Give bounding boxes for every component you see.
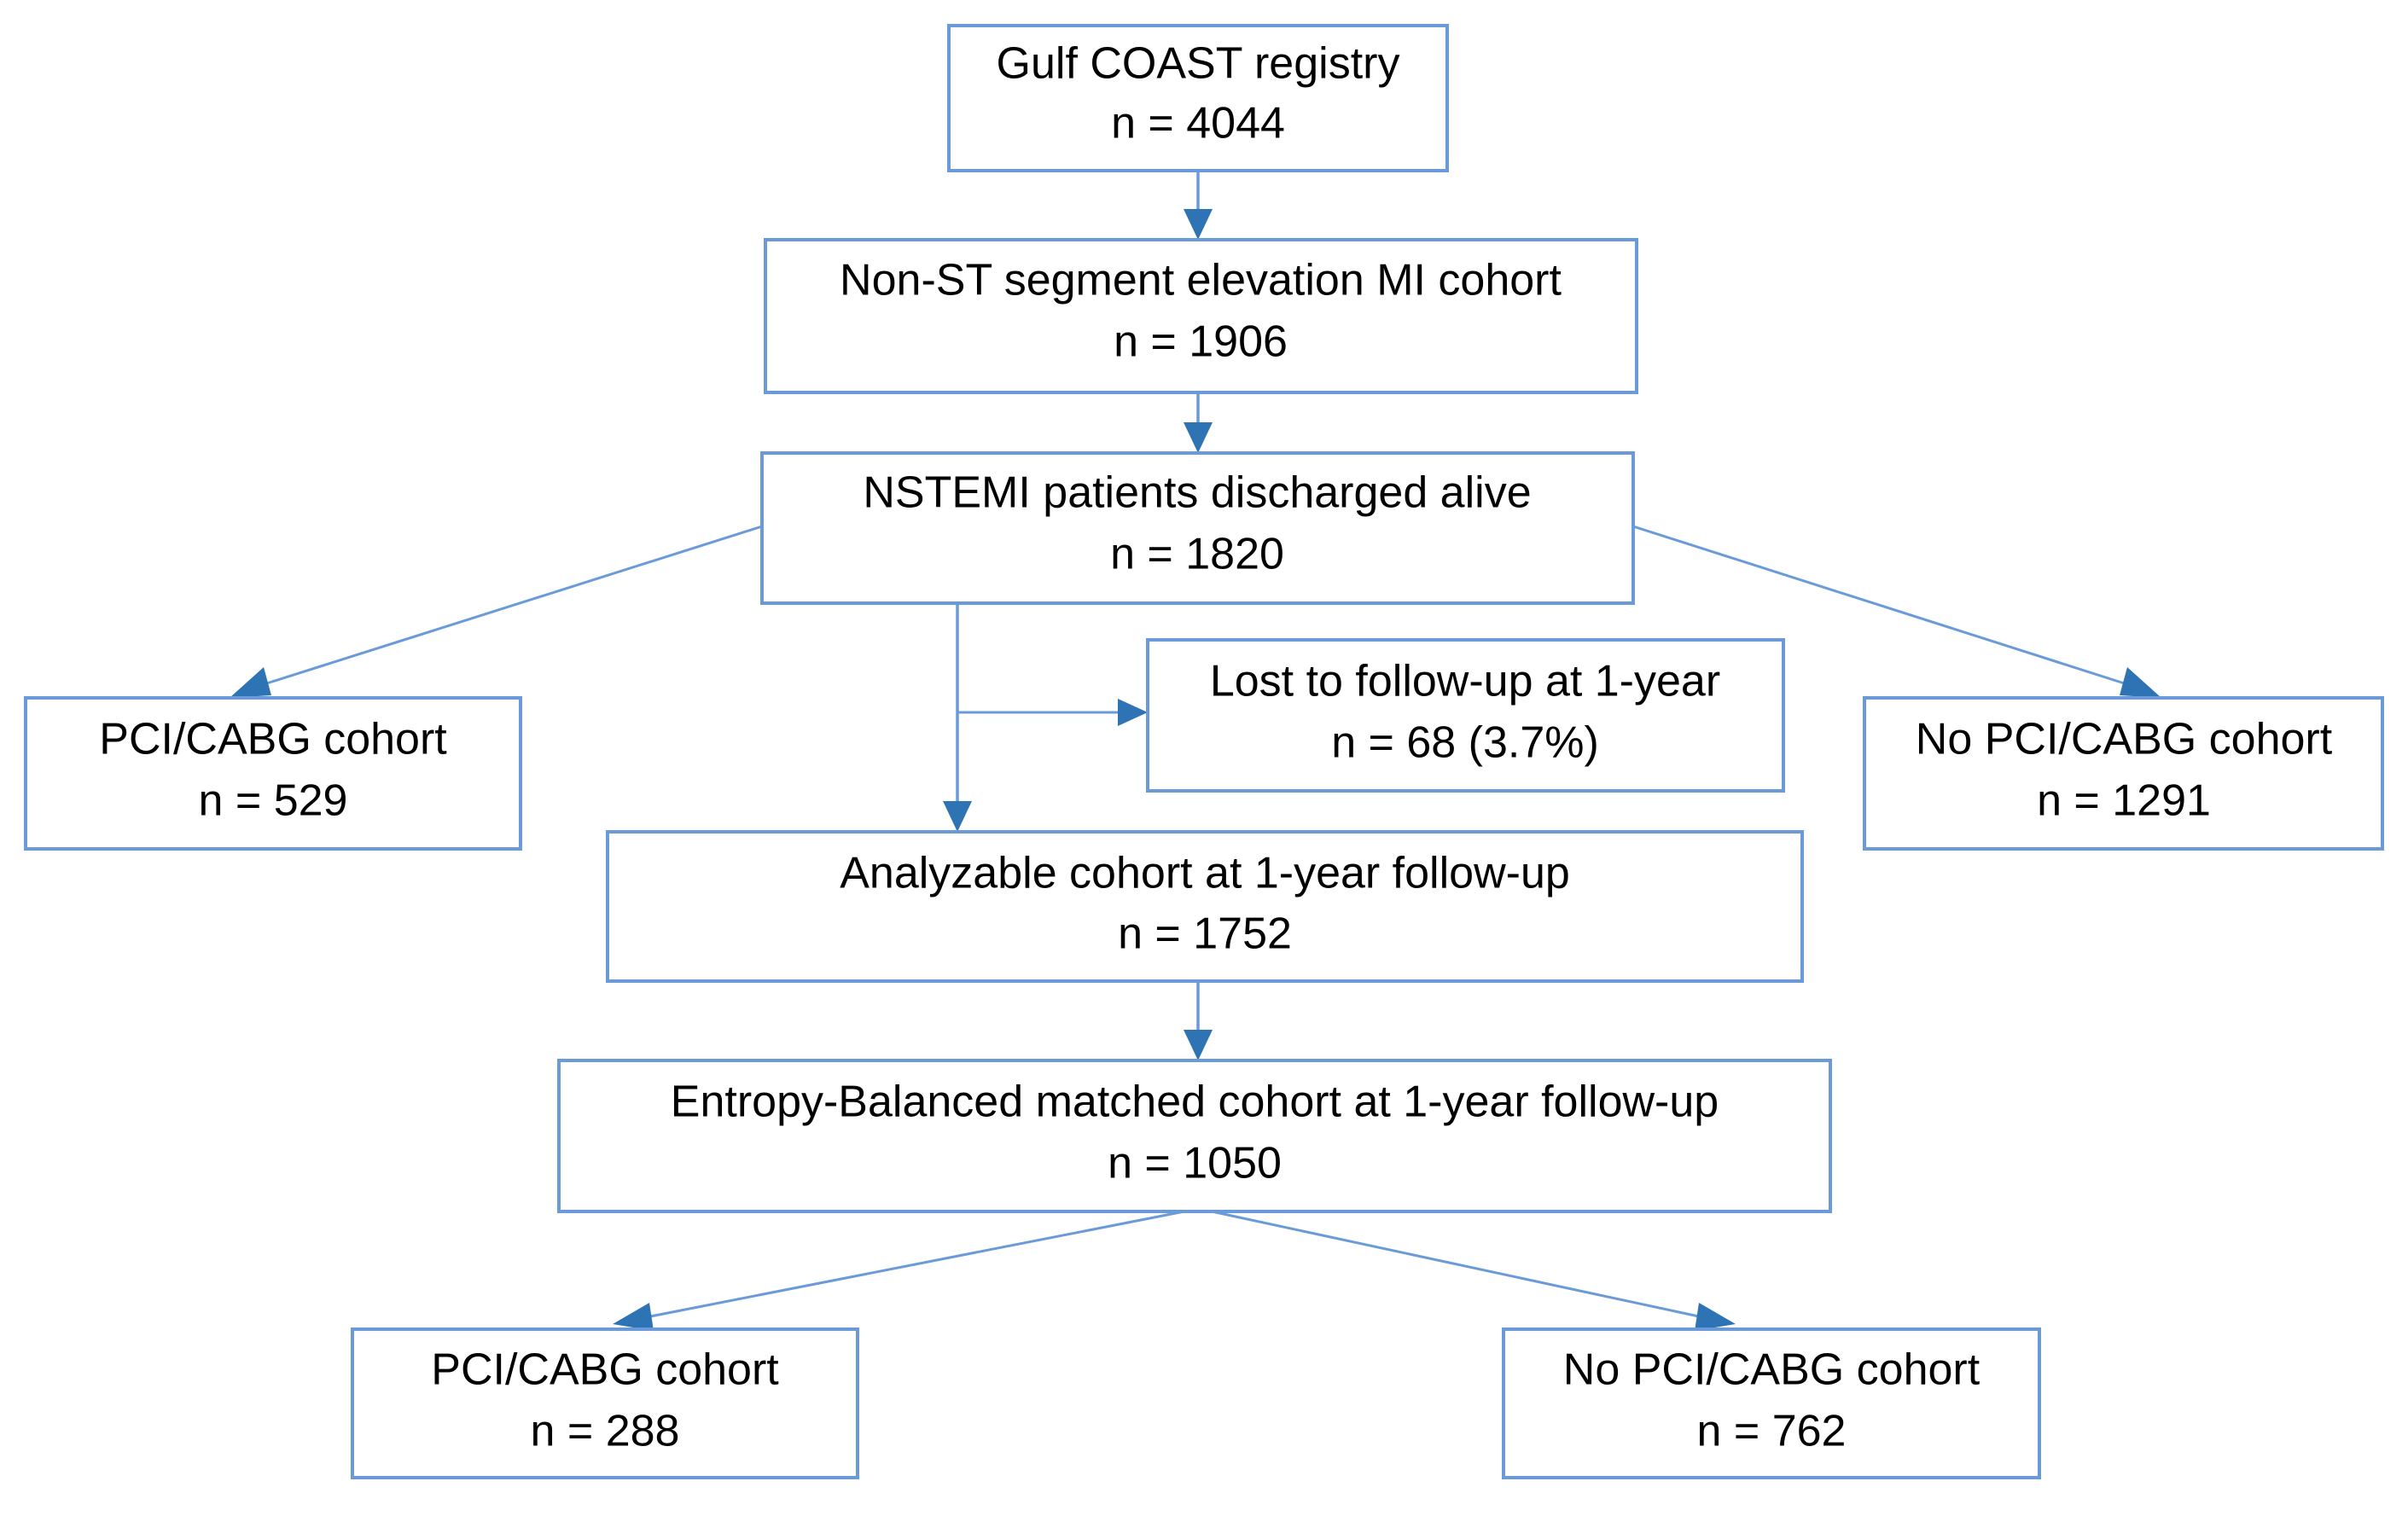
node-entropy-matched-cohort[interactable]: Entropy-Balanced matched cohort at 1-yea…: [557, 1059, 1832, 1213]
edge-discharged-alive-to-no-pci-cabg-cohort: [1632, 525, 2161, 698]
connector-layer: [230, 171, 2161, 1331]
node-discharged-alive[interactable]: NSTEMI patients discharged alive n = 182…: [760, 451, 1635, 605]
node-nstemi-cohort-box[interactable]: [764, 238, 1638, 394]
node-nstemi-cohort-count: n = 1906: [1114, 317, 1288, 367]
node-pci-cabg-cohort-label: PCI/CABG cohort: [99, 715, 447, 764]
edge-discharged-alive-to-pci-cabg-cohort: [230, 525, 763, 698]
node-analyzable-cohort[interactable]: Analyzable cohort at 1-year follow-up n …: [606, 830, 1804, 983]
edge-discharged-alive-to-analyzable-cohort: [943, 603, 972, 832]
node-lost-to-follow-up[interactable]: Lost to follow-up at 1-year n = 68 (3.7%…: [1146, 638, 1785, 793]
edge-analyzable-cohort-to-entropy-matched-cohort: [1184, 981, 1213, 1060]
node-pci-cabg-matched[interactable]: PCI/CABG cohort n = 288: [351, 1327, 859, 1479]
node-analyzable-cohort-label: Analyzable cohort at 1-year follow-up: [840, 849, 1570, 898]
edge-registry-to-nstemi-cohort: [1184, 171, 1213, 240]
node-registry-count: n = 4044: [1111, 99, 1285, 148]
node-no-pci-cabg-matched[interactable]: No PCI/CABG cohort n = 762: [1502, 1327, 2041, 1479]
node-pci-cabg-cohort[interactable]: PCI/CABG cohort n = 529: [24, 696, 522, 851]
node-no-pci-cabg-matched-label: No PCI/CABG cohort: [1563, 1345, 1980, 1395]
edge-discharged-alive-to-lost-to-follow-up: [957, 699, 1148, 726]
node-nstemi-cohort-label: Non-ST segment elevation MI cohort: [840, 256, 1562, 305]
node-lost-to-follow-up-count: n = 68 (3.7%): [1331, 718, 1599, 768]
node-entropy-matched-cohort-count: n = 1050: [1108, 1139, 1282, 1188]
edge-entropy-matched-to-pci-cabg-matched: [613, 1210, 1185, 1331]
node-no-pci-cabg-cohort-count: n = 1291: [2037, 776, 2211, 826]
node-analyzable-cohort-count: n = 1752: [1118, 909, 1292, 959]
node-discharged-alive-count: n = 1820: [1110, 530, 1284, 579]
node-analyzable-cohort-box[interactable]: [606, 830, 1804, 983]
edge-entropy-matched-to-no-pci-cabg-matched: [1211, 1210, 1736, 1331]
edge-nstemi-cohort-to-discharged-alive: [1184, 392, 1213, 453]
node-pci-cabg-matched-count: n = 288: [531, 1407, 680, 1456]
node-registry-label: Gulf COAST registry: [997, 39, 1400, 89]
node-lost-to-follow-up-box[interactable]: [1146, 638, 1785, 793]
node-entropy-matched-cohort-label: Entropy-Balanced matched cohort at 1-yea…: [671, 1078, 1719, 1127]
node-registry[interactable]: Gulf COAST registry n = 4044: [947, 24, 1449, 172]
node-no-pci-cabg-matched-box[interactable]: [1502, 1327, 2041, 1479]
node-no-pci-cabg-cohort-label: No PCI/CABG cohort: [1916, 715, 2333, 764]
node-no-pci-cabg-matched-count: n = 762: [1697, 1407, 1847, 1456]
node-pci-cabg-cohort-count: n = 529: [199, 776, 348, 826]
node-registry-box[interactable]: [947, 24, 1449, 172]
node-nstemi-cohort[interactable]: Non-ST segment elevation MI cohort n = 1…: [764, 238, 1638, 394]
node-no-pci-cabg-cohort-box[interactable]: [1863, 696, 2384, 851]
node-discharged-alive-label: NSTEMI patients discharged alive: [863, 468, 1531, 518]
node-no-pci-cabg-cohort[interactable]: No PCI/CABG cohort n = 1291: [1863, 696, 2384, 851]
node-entropy-matched-cohort-box[interactable]: [557, 1059, 1832, 1213]
node-pci-cabg-matched-box[interactable]: [351, 1327, 859, 1479]
node-discharged-alive-box[interactable]: [760, 451, 1635, 605]
node-pci-cabg-matched-label: PCI/CABG cohort: [431, 1345, 779, 1395]
node-lost-to-follow-up-label: Lost to follow-up at 1-year: [1210, 657, 1720, 706]
node-pci-cabg-cohort-box[interactable]: [24, 696, 522, 851]
